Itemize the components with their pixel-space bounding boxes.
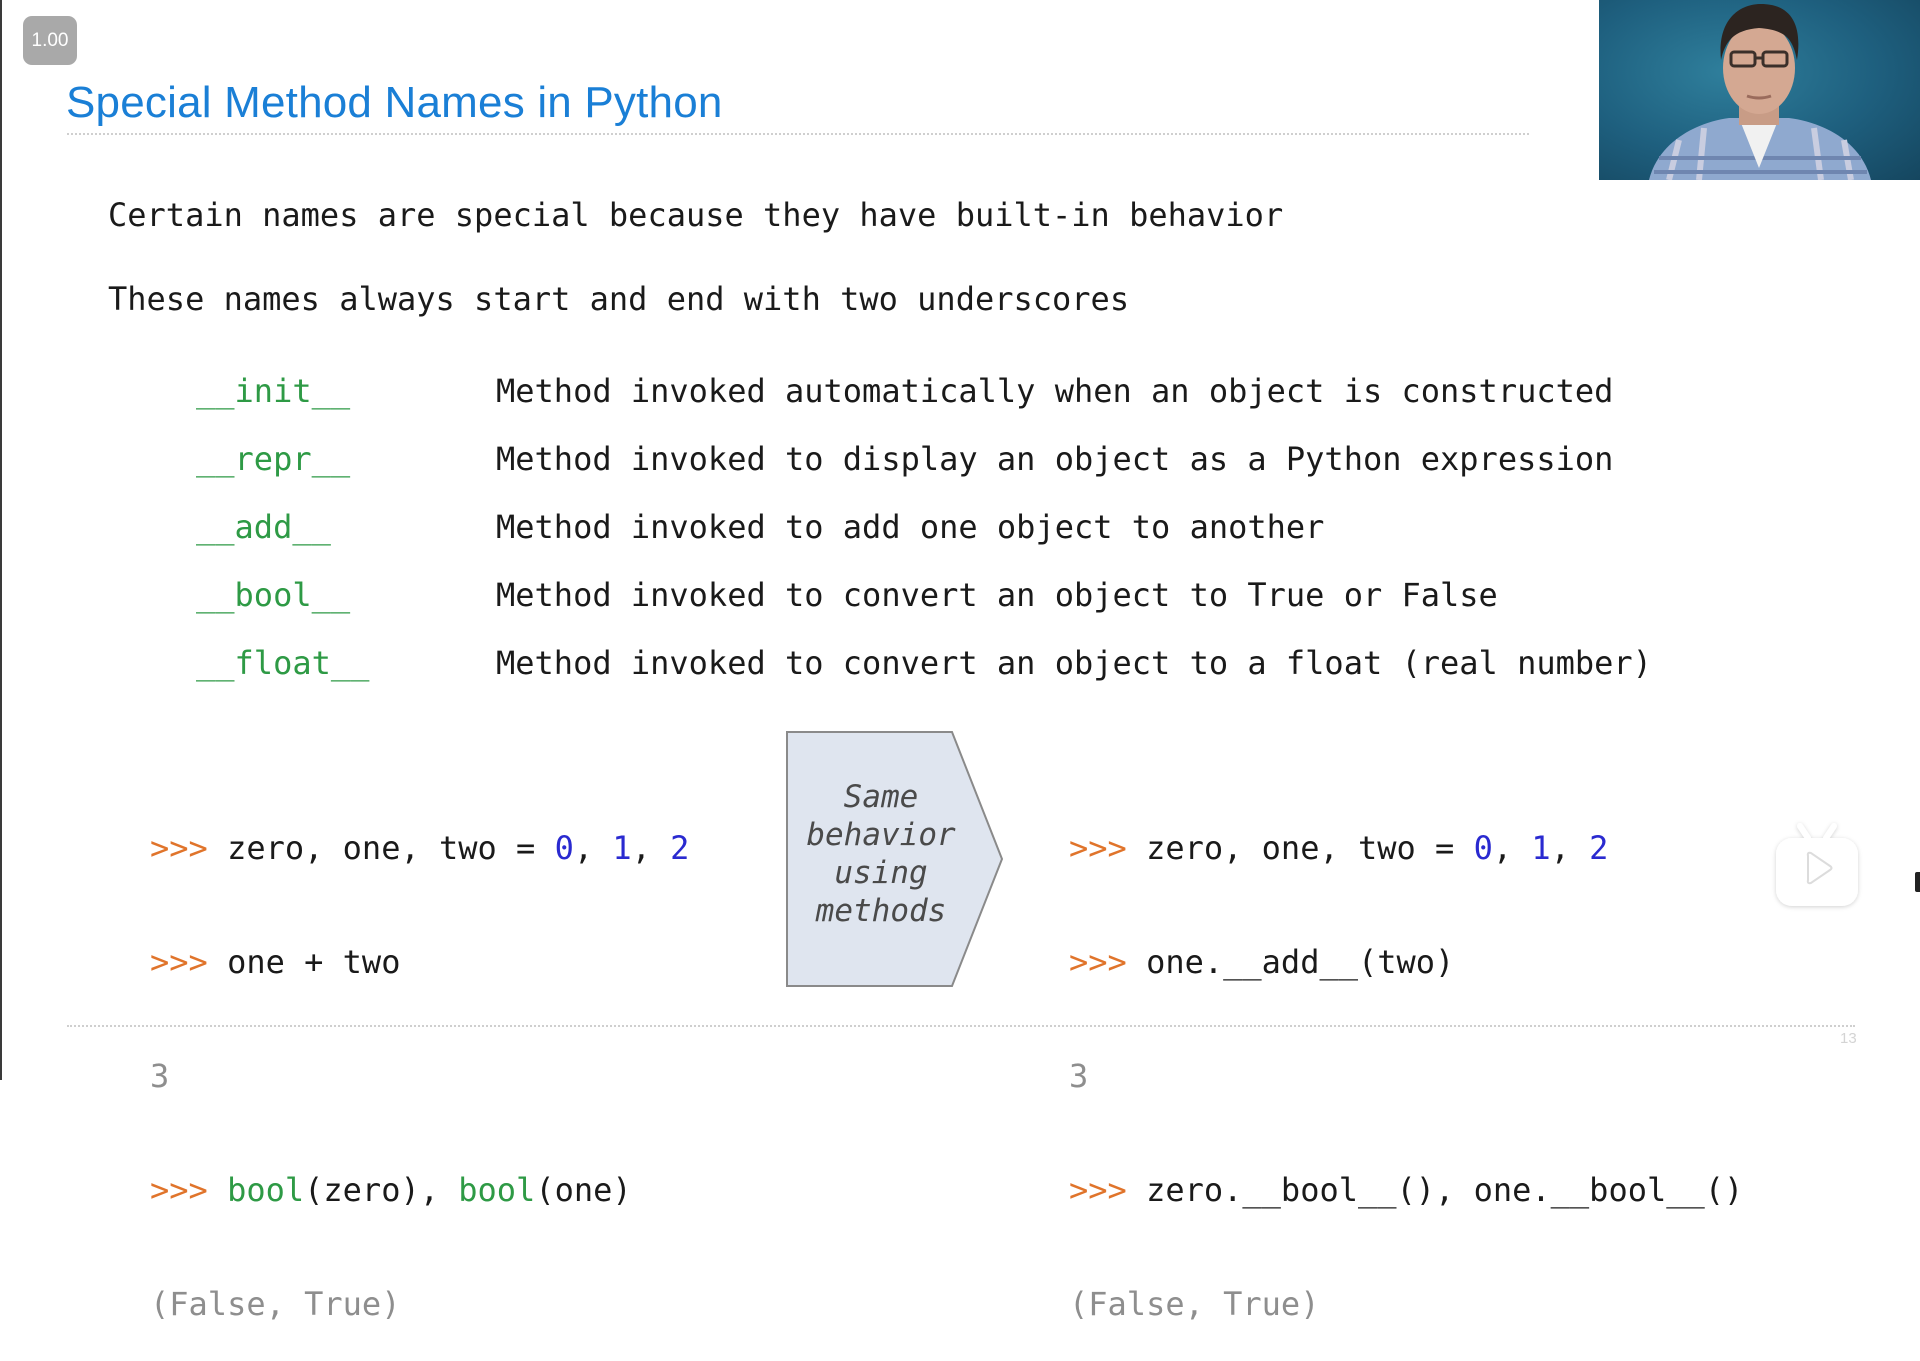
intro-line-1: Certain names are special because they h… xyxy=(108,196,1284,234)
prompt: >>> xyxy=(1069,829,1127,867)
arrow-label-line: methods xyxy=(815,893,947,929)
code-text: (zero), xyxy=(304,1171,459,1209)
method-description: Method invoked to add one object to anot… xyxy=(496,508,1325,546)
builtin-name: bool xyxy=(458,1171,536,1209)
code-line: >>> zero, one, two = 0, 1, 2 xyxy=(150,829,689,867)
method-name: __repr__ xyxy=(196,440,351,478)
method-description: Method invoked to convert an object to a… xyxy=(496,644,1652,682)
arrow-label-line: behavior xyxy=(806,817,956,853)
title-divider xyxy=(67,133,1529,135)
number-literal: 2 xyxy=(670,829,690,867)
arrow-label: Same behavior using methods xyxy=(786,778,976,930)
right-code-block: >>> zero, one, two = 0, 1, 2 >>> one.__a… xyxy=(1069,753,1743,1361)
presenter-video-icon xyxy=(1649,4,1871,180)
prompt: >>> xyxy=(1069,943,1127,981)
method-description: Method invoked to display an object as a… xyxy=(496,440,1614,478)
method-name: __bool__ xyxy=(196,576,351,614)
prompt: >>> xyxy=(1069,1171,1127,1209)
arrow-shape xyxy=(786,731,1004,987)
arrow-label-line: using xyxy=(834,855,928,891)
code-text: , xyxy=(573,829,613,867)
page-number: 13 xyxy=(1840,1030,1857,1047)
number-literal: 1 xyxy=(1531,829,1551,867)
window-left-edge xyxy=(0,0,2,1080)
code-text: one.__add__(two) xyxy=(1146,943,1455,981)
code-line: >>> zero.__bool__(), one.__bool__() xyxy=(1069,1171,1743,1209)
code-line: >>> one.__add__(two) xyxy=(1069,943,1743,981)
method-name: __float__ xyxy=(196,644,370,682)
left-code-block: >>> zero, one, two = 0, 1, 2 >>> one + t… xyxy=(150,753,689,1361)
code-line: >>> zero, one, two = 0, 1, 2 xyxy=(1069,829,1743,867)
code-output: (False, True) xyxy=(1069,1285,1320,1323)
code-output: (False, True) xyxy=(150,1285,401,1323)
playback-speed-badge[interactable]: 1.00 xyxy=(23,16,77,65)
method-name: __add__ xyxy=(196,508,331,546)
number-literal: 0 xyxy=(1473,829,1493,867)
presenter-webcam xyxy=(1599,0,1920,180)
method-name: __init__ xyxy=(196,372,351,410)
code-line: >>> one + two xyxy=(150,943,689,981)
tv-play-icon[interactable] xyxy=(1770,818,1864,912)
number-literal: 0 xyxy=(554,829,574,867)
code-output: 3 xyxy=(150,1057,170,1095)
code-text: zero.__bool__(), one.__bool__() xyxy=(1146,1171,1744,1209)
intro-line-2: These names always start and end with tw… xyxy=(108,280,1130,318)
code-text: , xyxy=(1550,829,1590,867)
method-description: Method invoked to convert an object to T… xyxy=(496,576,1498,614)
prompt: >>> xyxy=(150,829,208,867)
method-description: Method invoked automatically when an obj… xyxy=(496,372,1614,410)
code-text: zero, one, two = xyxy=(227,829,555,867)
slide-title: Special Method Names in Python xyxy=(66,78,723,127)
method-row: __bool__ Method invoked to convert an ob… xyxy=(0,576,1800,624)
edge-control-fragment xyxy=(1915,872,1920,892)
code-text: zero, one, two = xyxy=(1146,829,1474,867)
method-row: __add__ Method invoked to add one object… xyxy=(0,508,1800,556)
arrow-label-line: Same xyxy=(843,779,919,815)
prompt: >>> xyxy=(150,1171,208,1209)
number-literal: 2 xyxy=(1589,829,1609,867)
code-text: one + two xyxy=(227,943,401,981)
code-text: (one) xyxy=(535,1171,632,1209)
code-output: 3 xyxy=(1069,1057,1089,1095)
builtin-name: bool xyxy=(227,1171,305,1209)
prompt: >>> xyxy=(150,943,208,981)
method-row: __repr__ Method invoked to display an ob… xyxy=(0,440,1800,488)
code-text: , xyxy=(631,829,671,867)
footer-divider xyxy=(67,1025,1855,1027)
code-text: , xyxy=(1492,829,1532,867)
method-row: __init__ Method invoked automatically wh… xyxy=(0,372,1800,420)
code-line: >>> bool(zero), bool(one) xyxy=(150,1171,689,1209)
method-row: __float__ Method invoked to convert an o… xyxy=(0,644,1800,692)
number-literal: 1 xyxy=(612,829,632,867)
